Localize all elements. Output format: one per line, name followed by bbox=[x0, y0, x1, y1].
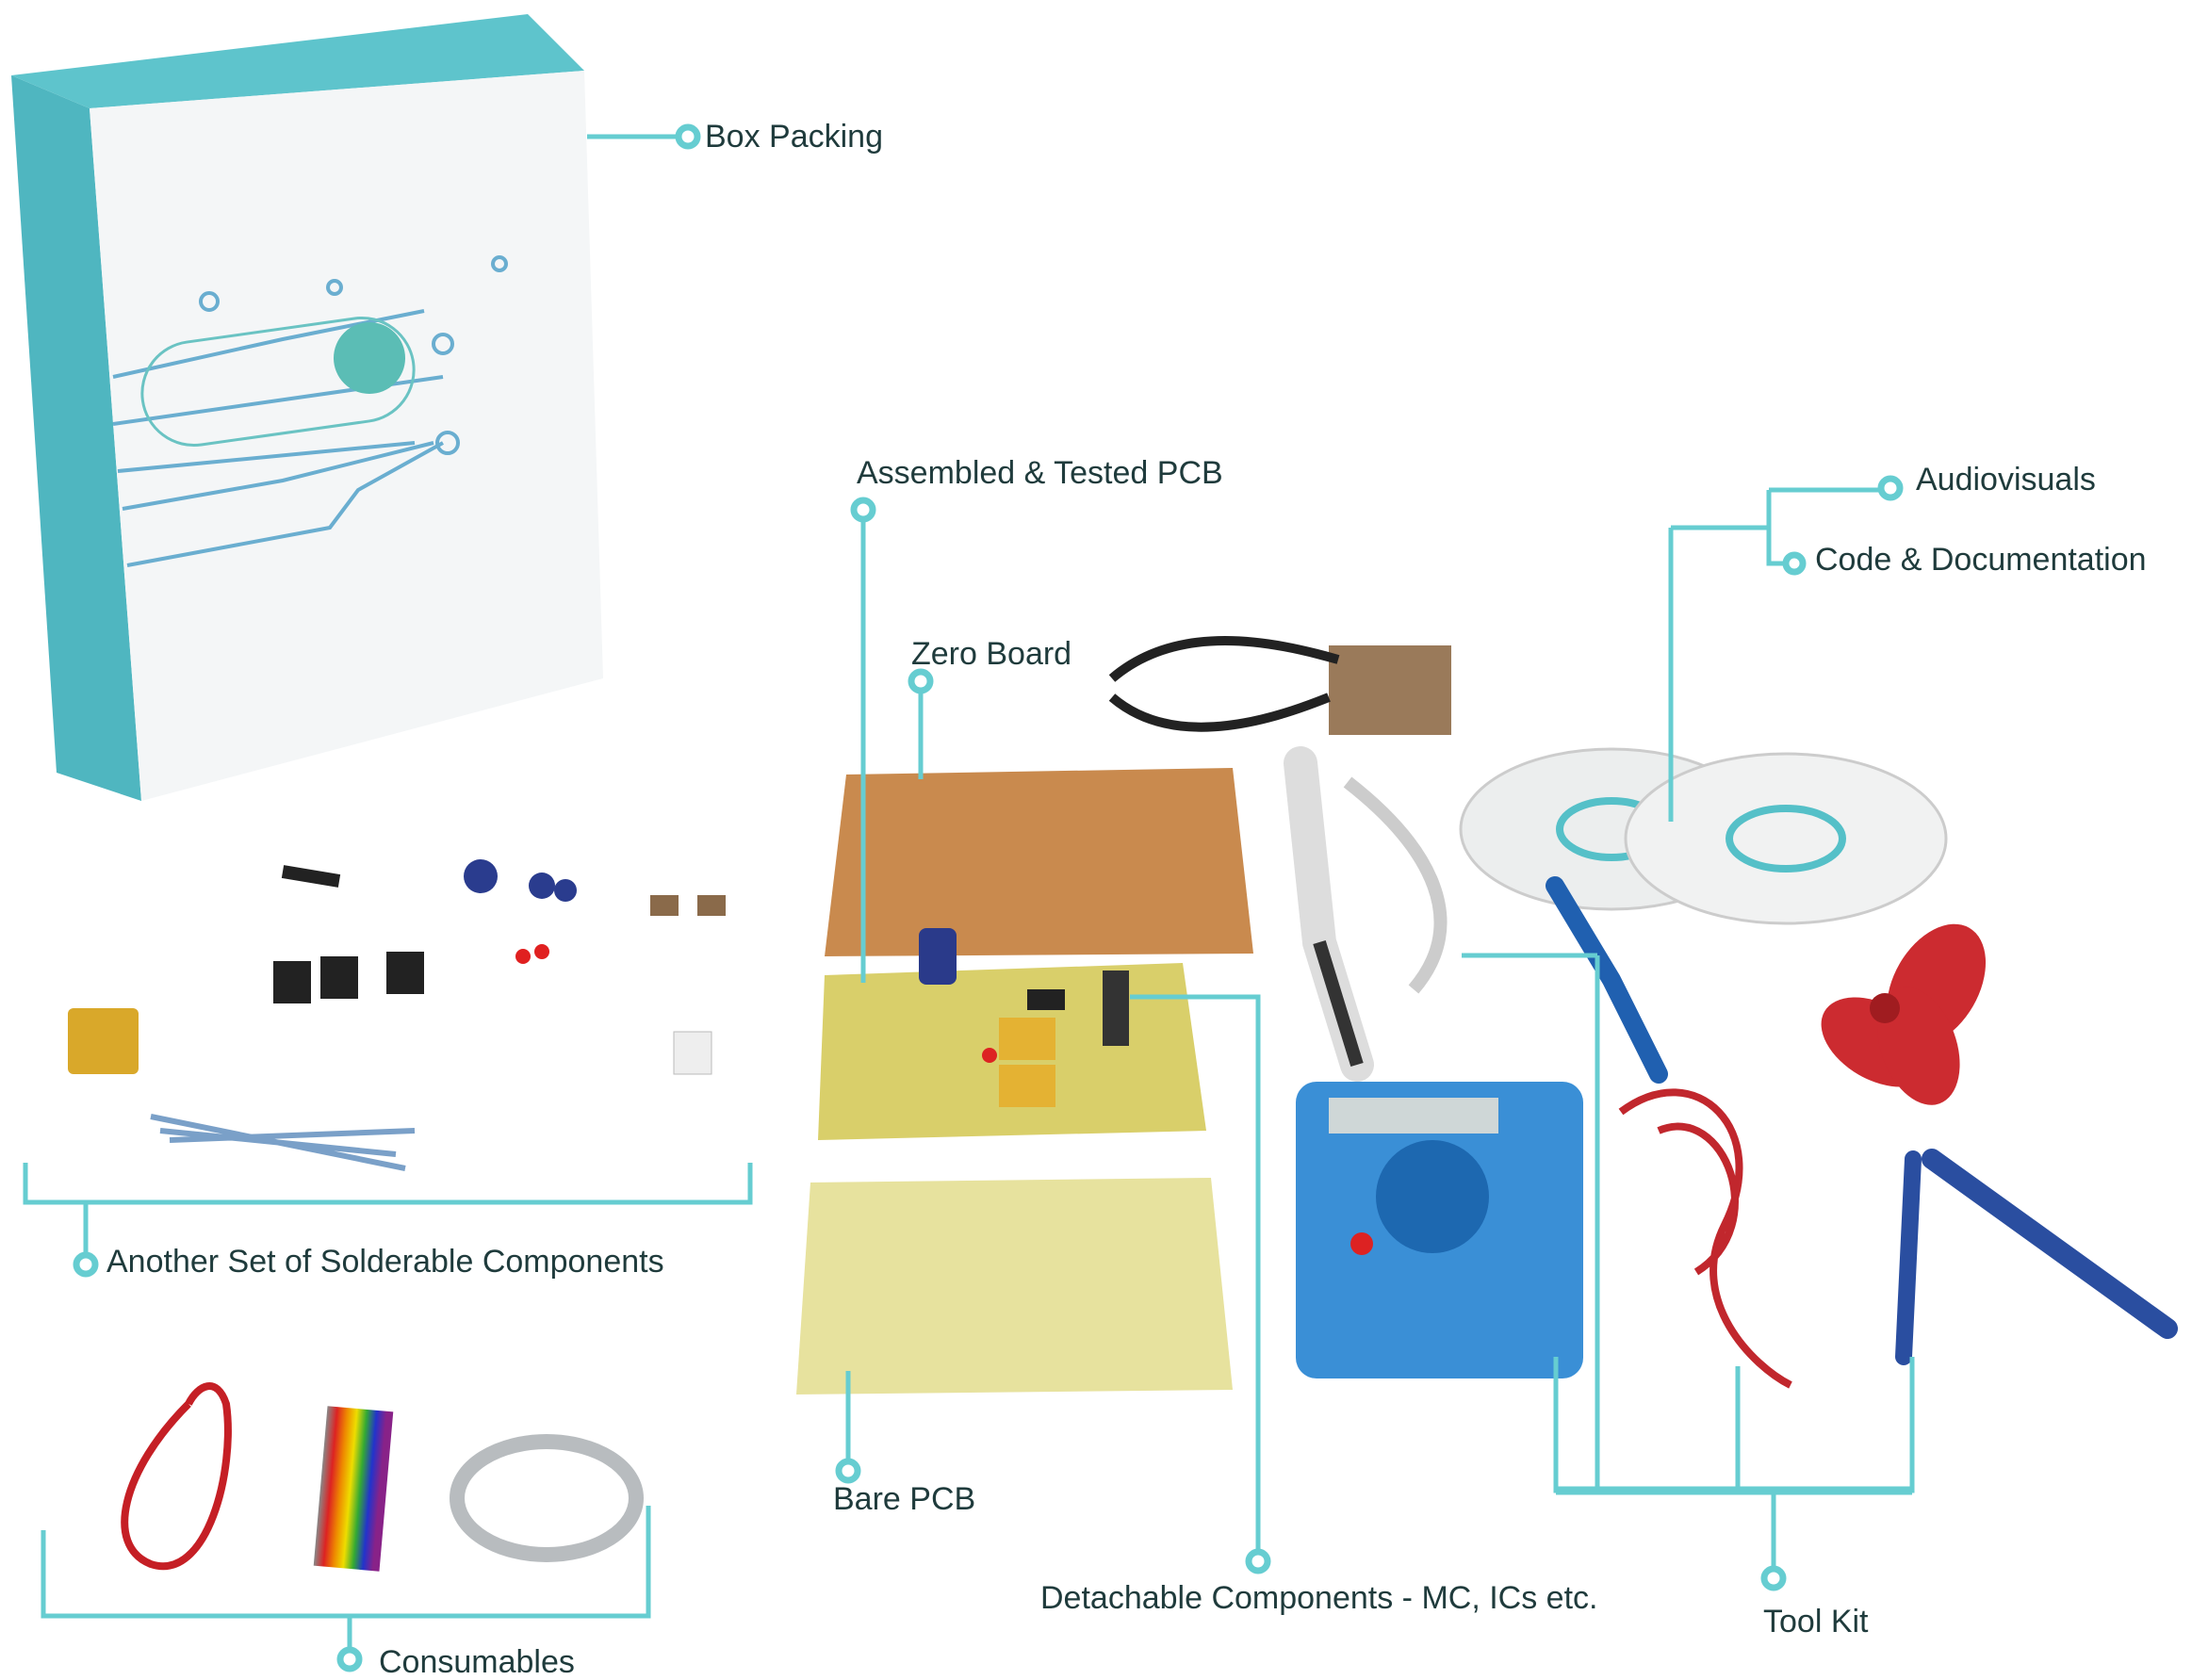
solderable-dot bbox=[73, 1251, 99, 1278]
consumables-dot bbox=[336, 1646, 363, 1672]
label-code-documentation: Code & Documentation bbox=[1815, 542, 2147, 578]
box-packing-dot bbox=[675, 123, 701, 150]
audiovisuals-dot bbox=[1877, 475, 1904, 501]
label-tool-kit: Tool Kit bbox=[1763, 1604, 1869, 1639]
consumables-image bbox=[121, 1382, 644, 1572]
label-solderable-components: Another Set of Solderable Components bbox=[106, 1244, 664, 1280]
label-zero-board: Zero Board bbox=[911, 636, 1072, 672]
detachable-dot bbox=[1245, 1548, 1271, 1574]
zero-board-image bbox=[825, 768, 1253, 956]
screwdriver-image bbox=[1546, 876, 1668, 1084]
solderable-components-image bbox=[68, 859, 726, 1171]
soldering-iron-image bbox=[1284, 746, 1448, 1082]
adapter-image bbox=[1108, 636, 1451, 735]
label-box-packing: Box Packing bbox=[705, 119, 883, 155]
label-consumables: Consumables bbox=[379, 1644, 575, 1680]
label-assembled-pcb: Assembled & Tested PCB bbox=[857, 455, 1223, 491]
audiovisuals-leader bbox=[1668, 487, 1880, 822]
label-detachable-components: Detachable Components - MC, ICs etc. bbox=[1040, 1580, 1598, 1616]
multimeter-image bbox=[1296, 1082, 1583, 1378]
bare-pcb-image bbox=[796, 1178, 1233, 1395]
motor-fan-image bbox=[1821, 923, 1987, 1105]
bare-pcb-dot bbox=[835, 1458, 861, 1484]
box-packing-image bbox=[11, 14, 603, 801]
assembled-pcb-dot bbox=[850, 497, 876, 523]
zero-board-dot bbox=[908, 668, 934, 694]
solderable-bracket bbox=[23, 1163, 753, 1253]
tool-kit-bracket bbox=[1462, 953, 1915, 1567]
code-documentation-dot bbox=[1782, 551, 1807, 576]
assembled-pcb-image bbox=[818, 928, 1206, 1140]
wire-cutter-image bbox=[1895, 1149, 2178, 1365]
tool-kit-dot bbox=[1760, 1565, 1787, 1591]
label-bare-pcb: Bare PCB bbox=[833, 1481, 976, 1517]
consumables-bracket bbox=[41, 1506, 651, 1649]
label-audiovisuals: Audiovisuals bbox=[1916, 462, 2096, 497]
test-leads-image bbox=[1618, 1088, 1792, 1389]
cd-discs-image bbox=[1459, 747, 1948, 925]
detachable-leader bbox=[1130, 994, 1261, 1550]
